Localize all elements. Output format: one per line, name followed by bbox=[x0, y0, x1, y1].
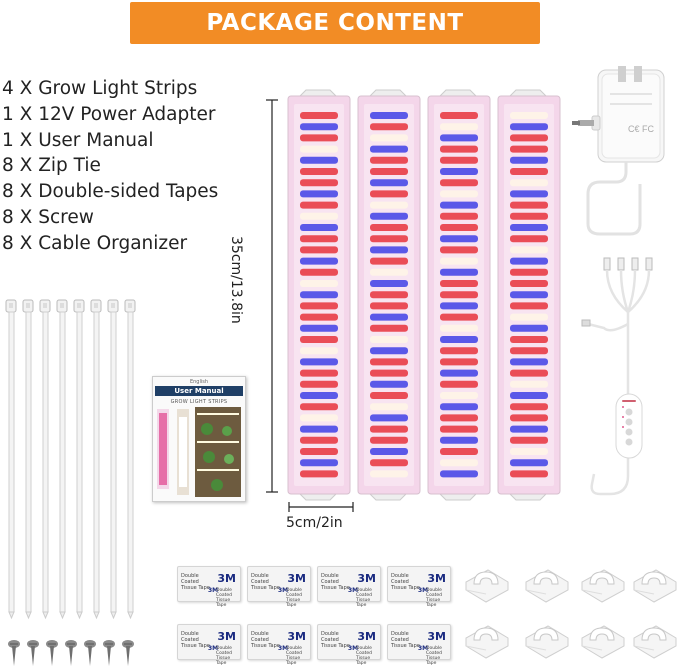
tape-brand: 3M bbox=[278, 587, 289, 594]
tape-label: Double Coated Tissue Tape bbox=[181, 573, 210, 591]
width-label: 5cm/2in bbox=[286, 515, 343, 531]
tape-label: Double Coated Tissue Tape bbox=[426, 588, 443, 608]
grow-light-strips bbox=[287, 89, 561, 501]
tape-label: Double Coated Tissue Tape bbox=[181, 631, 210, 649]
manual-cover-image bbox=[157, 407, 241, 497]
list-item: 1 X 12V Power Adapter bbox=[2, 103, 216, 125]
cable-clip-icon bbox=[633, 569, 677, 603]
length-label: 35cm/13.8in bbox=[228, 236, 244, 324]
screw-icon bbox=[27, 640, 39, 666]
zip-tie-icon bbox=[39, 299, 51, 620]
manual-title: User Manual bbox=[155, 386, 243, 396]
tape-label: Double Coated Tissue Tape bbox=[286, 588, 303, 608]
grow-light-strip bbox=[497, 89, 561, 501]
cable-clip-icon bbox=[465, 625, 509, 659]
banner-title: PACKAGE CONTENT bbox=[206, 10, 464, 36]
tape-brand: 3M bbox=[418, 645, 429, 652]
tape-brand: 3M bbox=[208, 587, 219, 594]
screw-icon bbox=[46, 640, 58, 666]
contents-list: 4 X Grow Light Strips 1 X 12V Power Adap… bbox=[2, 76, 218, 257]
tape-brand: 3M bbox=[287, 572, 306, 585]
tape-brand: 3M bbox=[427, 630, 446, 643]
tape-label: Double Coated Tissue Tape bbox=[251, 573, 280, 591]
tape-label: Double Coated Tissue Tape bbox=[321, 573, 350, 591]
manual-subtitle: GROW LIGHT STRIPS bbox=[170, 399, 228, 405]
zip-tie-icon bbox=[56, 299, 68, 620]
length-dimension-line bbox=[266, 99, 278, 493]
tape-label: Double Coated Tissue Tape bbox=[391, 573, 420, 591]
controller-icon bbox=[615, 393, 643, 459]
tape-brand: 3M bbox=[217, 572, 236, 585]
grow-light-strip bbox=[427, 89, 491, 501]
list-item: 8 X Zip Tie bbox=[2, 155, 101, 177]
cable-clip-icon bbox=[581, 625, 625, 659]
cable-clip-icon bbox=[525, 625, 569, 659]
tape-label: Double Coated Tissue Tape bbox=[216, 646, 233, 666]
tape-brand: 3M bbox=[357, 572, 376, 585]
user-manual: English User Manual GROW LIGHT STRIPS bbox=[152, 376, 246, 502]
screw-icon bbox=[103, 640, 115, 666]
tape-label: Double Coated Tissue Tape bbox=[391, 631, 420, 649]
tape-label: Double Coated Tissue Tape bbox=[356, 646, 373, 666]
svg-text:C€ FC: C€ FC bbox=[628, 124, 655, 134]
tape-label: Double Coated Tissue Tape bbox=[321, 631, 350, 649]
tape-brand: 3M bbox=[208, 645, 219, 652]
zip-ties bbox=[5, 299, 136, 620]
tape-brand: 3M bbox=[357, 630, 376, 643]
tape-label: Double Coated Tissue Tape bbox=[251, 631, 280, 649]
list-item: 8 X Cable Organizer bbox=[2, 232, 188, 254]
tape-brand: 3M bbox=[348, 587, 359, 594]
tape-brand: 3M bbox=[348, 645, 359, 652]
manual-language: English bbox=[189, 379, 209, 385]
cable-clip-icon bbox=[633, 625, 677, 659]
zip-tie-icon bbox=[90, 299, 102, 620]
grow-light-strip bbox=[287, 89, 351, 501]
splitter-cable-icon bbox=[581, 257, 653, 496]
tape-label: Double Coated Tissue Tape bbox=[426, 646, 443, 666]
cable-clip-icon bbox=[581, 569, 625, 603]
list-item: 1 X User Manual bbox=[2, 129, 154, 151]
list-item: 8 X Double-sided Tapes bbox=[2, 181, 219, 203]
list-item: 4 X Grow Light Strips bbox=[2, 78, 198, 99]
grow-light-strip bbox=[357, 89, 421, 501]
tape-brand: 3M bbox=[287, 630, 306, 643]
tape-brand: 3M bbox=[217, 630, 236, 643]
screw-icon bbox=[122, 640, 134, 666]
screw-icon bbox=[8, 640, 20, 666]
list-item: 8 X Screw bbox=[2, 206, 94, 228]
tape-brand: 3M bbox=[278, 645, 289, 652]
zip-tie-icon bbox=[107, 299, 119, 620]
zip-tie-icon bbox=[5, 299, 17, 620]
screw-icon bbox=[65, 640, 77, 666]
tape-label: Double Coated Tissue Tape bbox=[216, 588, 233, 608]
tape-label: Double Coated Tissue Tape bbox=[286, 646, 303, 666]
cable-clip-icon bbox=[525, 569, 569, 603]
width-dimension-line bbox=[288, 502, 354, 512]
tape-brand: 3M bbox=[427, 572, 446, 585]
zip-tie-icon bbox=[22, 299, 34, 620]
cable-clip-icon bbox=[465, 569, 509, 603]
power-adapter-icon: C€ FC bbox=[572, 66, 665, 236]
zip-tie-icon bbox=[73, 299, 85, 620]
screws bbox=[8, 640, 134, 666]
screw-icon bbox=[84, 640, 96, 666]
zip-tie-icon bbox=[124, 299, 136, 620]
tape-label: Double Coated Tissue Tape bbox=[356, 588, 373, 608]
package-content-banner: PACKAGE CONTENT bbox=[130, 2, 540, 44]
tape-brand: 3M bbox=[418, 587, 429, 594]
